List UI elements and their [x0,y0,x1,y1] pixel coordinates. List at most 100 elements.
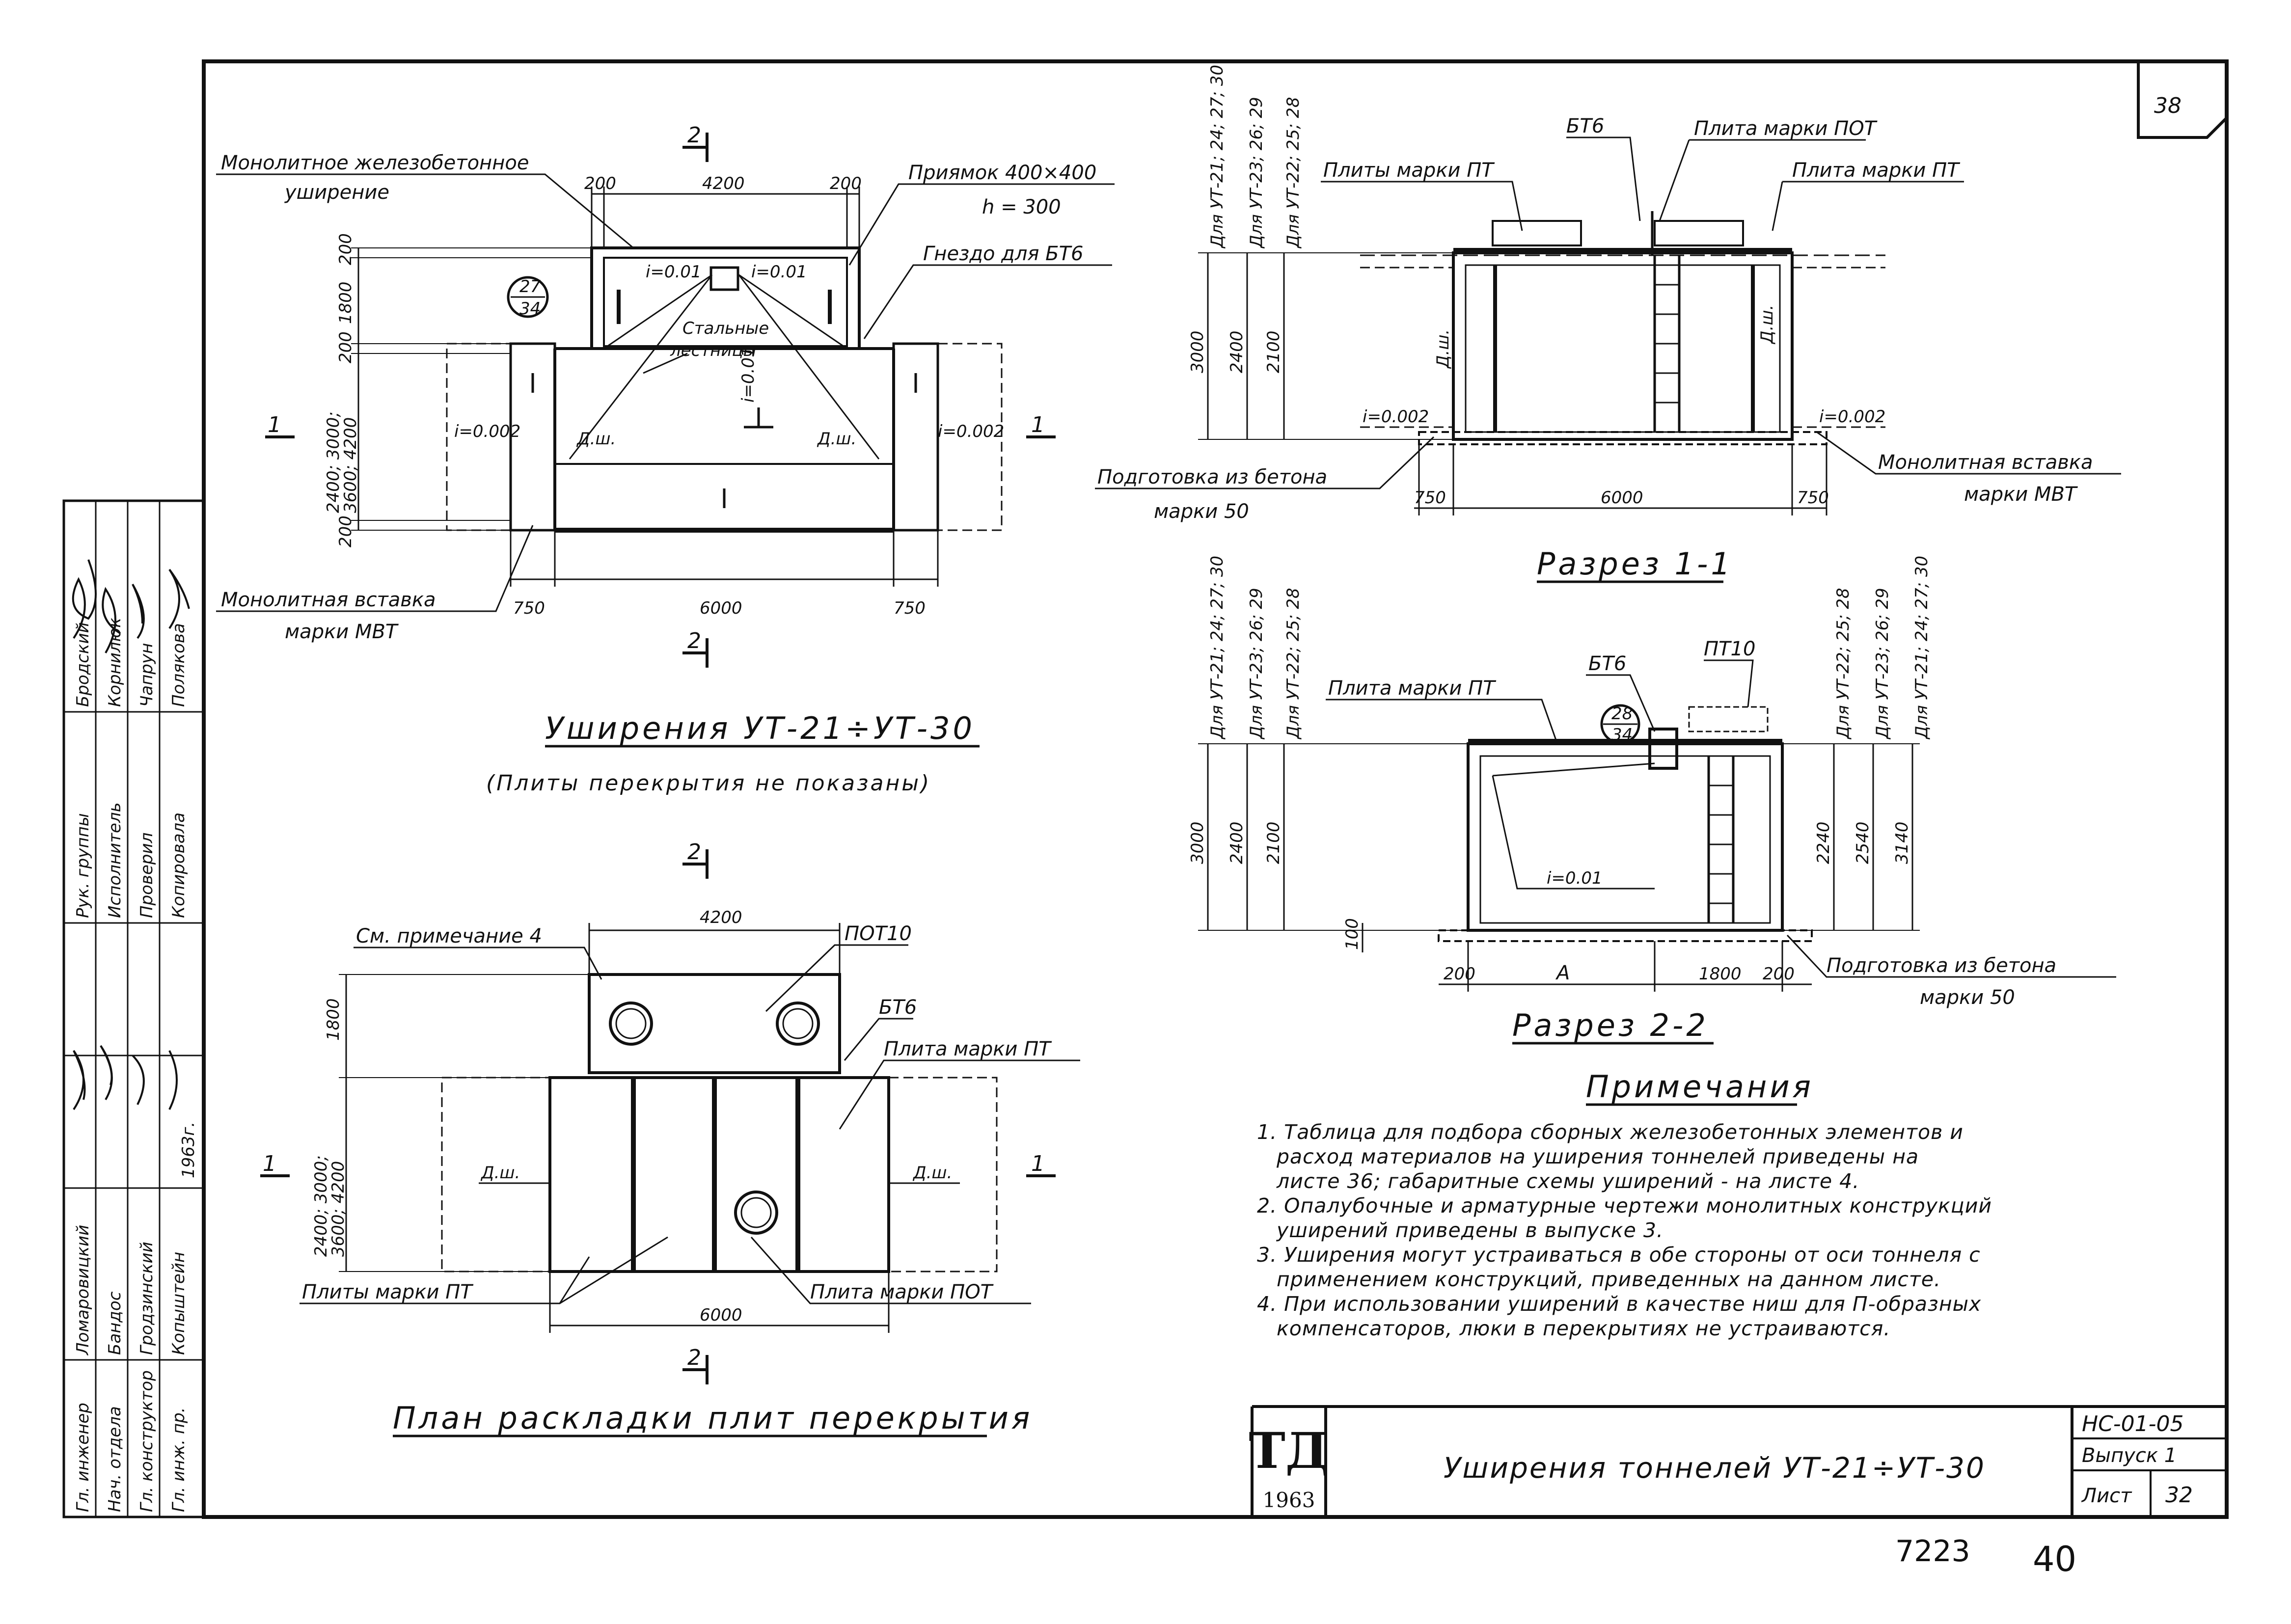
slab-section-top: 2 [687,839,701,865]
s22-callout-bottom: 34 [1611,725,1633,745]
tb-role-3: Копировала [169,812,189,918]
tb-role-4: Гл. инженер [73,1403,93,1512]
note-line-5: 3. Уширения могут устраиваться в обе сто… [1257,1243,1981,1267]
title-block: Рук. группы Бродский Исполнитель Корнилю… [62,499,205,1518]
plan-dim-v200-mid: 200 [336,331,355,363]
tb-name-4: Ломаровицкий [73,1225,93,1356]
s22-plate-pt: Плита марки ПТ [1328,677,1497,700]
s22-dim-a: А [1555,962,1570,984]
slab-section-left: 1 [263,1151,276,1176]
s11-h2: 2400 [1227,330,1247,373]
slab-dim-vrange: 2400; 3000; [311,1155,331,1257]
sheet-code: НС-01-05 [2082,1411,2184,1436]
s11-plate-pot: Плита марки ПОТ [1694,117,1878,140]
slab-plan-text: См. примечание 4 ПОТ10 БТ6 Плита марки П… [263,839,1052,1436]
plan-section-bottom: 2 [687,628,701,653]
slab-note4-label: См. примечание 4 [356,925,542,947]
s22-pt10: ПТ10 [1704,638,1755,660]
slab-dim-4200: 4200 [700,908,742,927]
slab-dsh-right: Д.ш. [912,1163,952,1183]
stamp-text: ТД 1963 Уширения тоннелей УТ-21÷УТ-30 НС… [1249,1411,2193,1512]
s22-h6: 3140 [1892,821,1912,864]
plan-dim-750-r: 750 [894,598,926,618]
note-line-6: применением конструкций, приведенных на … [1277,1268,1941,1291]
s22-prep-2: марки 50 [1920,986,2015,1009]
plan-slope-right: i=0.002 [938,422,1004,441]
plan-monolithic-label: Монолитное железобетонное [221,152,529,174]
tb-name-5: Бандос [105,1291,125,1355]
s22-v4: Для УТ-22; 25; 28 [1833,588,1853,740]
plan-callout-top: 27 [519,277,541,297]
s11-h1: 3000 [1188,330,1207,373]
plan-section-left: 1 [268,412,281,437]
plan-dim-4200: 4200 [702,174,745,193]
tb-role-1: Исполнитель [105,802,125,918]
tb-name-2: Чапрун [137,643,157,707]
tb-role-2: Проверил [137,833,157,918]
s11-h3: 2100 [1264,330,1283,373]
plan-pit-h: h = 300 [982,196,1061,218]
slab-pot10-label: ПОТ10 [845,922,912,945]
note-line-2: листе 36; габаритные схемы уширений - на… [1276,1169,1859,1193]
plan-insert-label: Монолитная вставка [221,589,436,611]
plan-dim-200-r: 200 [830,174,862,193]
s11-slope-left: i=0.002 [1363,407,1429,427]
plan-view-text: Монолитное железобетонное уширение Приям… [221,123,1096,796]
plan-section-right: 1 [1031,412,1045,437]
s22-h5: 2540 [1853,821,1873,864]
plan-section-top: 2 [687,123,701,148]
note-line-1: расход материалов на уширения тоннелей п… [1276,1145,1919,1168]
sheet-title: Уширения тоннелей УТ-21÷УТ-30 [1444,1451,1986,1485]
s11-plate-pt: Плита марки ПТ [1792,159,1961,182]
plan-view-title: Уширения УТ-21÷УТ-30 [545,710,975,746]
s22-dim-1800: 1800 [1699,964,1742,984]
plan-dsh-left: Д.ш. [576,429,616,449]
tb-name-6: Гродзинский [137,1242,157,1355]
tb-name-3: Полякова [169,623,189,707]
slab-dim-v1800: 1800 [324,998,343,1041]
s11-dim-750-r: 750 [1797,488,1829,508]
s11-v1: Для УТ-21; 24; 27; 30 [1207,65,1227,249]
s22-dim-200-l: 200 [1444,964,1475,984]
s22-h3: 2100 [1264,821,1283,864]
tb-role-6: Гл. конструктор [137,1370,157,1512]
signatures [72,559,190,1110]
s22-slope: i=0.01 [1547,868,1603,888]
s11-insert: Монолитная вставка [1878,451,2093,474]
plan-dim-750-l: 750 [513,598,545,618]
s11-slope-right: i=0.002 [1819,407,1885,427]
slab-section-bottom: 2 [687,1345,701,1370]
s11-dsh-left: Д.ш. [1433,329,1453,369]
s11-insert-2: марки МВТ [1964,483,2078,506]
plan-monolithic-label-2: уширение [284,181,389,204]
section-1-1 [1095,136,2121,515]
section-2-2-text: Для УТ-21; 24; 27; 30 Для УТ-23; 26; 29 … [1188,556,2056,1043]
plan-slope-3: i=0.01 [738,347,758,403]
logo-year: 1963 [1263,1488,1315,1512]
sheet-label: Лист [2081,1485,2132,1507]
plan-ladders-label-2: лестницы [670,341,756,360]
plan-ladders-label: Стальные [682,319,769,338]
s11-v2: Для УТ-23; 26; 29 [1247,97,1266,249]
s11-title: Разрез 1-1 [1537,546,1733,582]
s22-title: Разрез 2-2 [1512,1007,1709,1043]
tb-role-5: Нач. отдела [105,1406,125,1512]
sheet-issue: Выпуск 1 [2082,1444,2177,1467]
slab-plan [260,849,1080,1384]
s22-h2: 2400 [1227,821,1247,864]
plan-pit-label: Приямок 400×400 [908,162,1096,184]
s11-dsh-right: Д.ш. [1757,305,1777,345]
s11-dim-750-l: 750 [1414,488,1446,508]
s22-callout-top: 28 [1611,704,1633,724]
s11-bt6: БТ6 [1566,115,1604,137]
s11-prep: Подготовка из бетона [1097,466,1327,488]
tb-role-0: Рук. группы [73,813,93,918]
plan-dsh-right: Д.ш. [817,429,856,449]
plan-dim-200-l: 200 [584,174,616,193]
plan-dim-vrange: 2400; 3000; [324,411,343,513]
plan-view [216,133,1115,668]
plan-insert-label-2: марки МВТ [285,621,399,643]
slab-dim-6000: 6000 [700,1305,742,1325]
stamp-box [1251,1405,2227,1517]
